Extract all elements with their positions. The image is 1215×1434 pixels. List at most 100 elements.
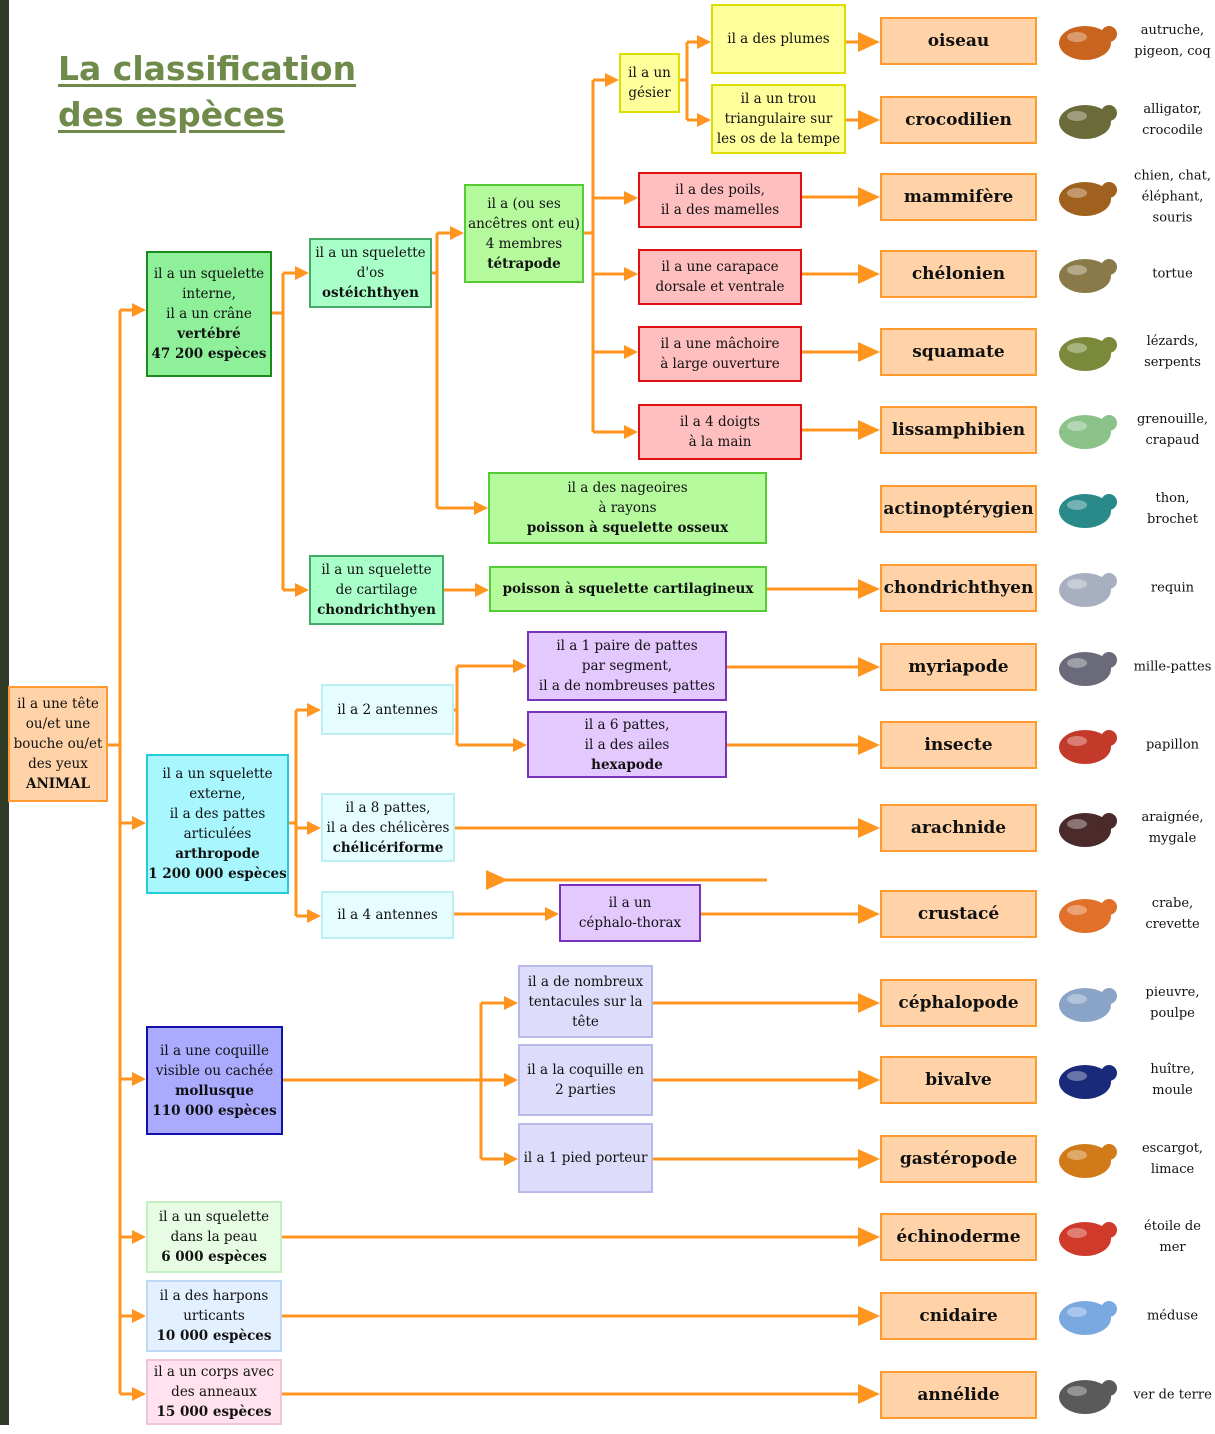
group-examples: crabe,crevette <box>1130 893 1215 935</box>
mollusque-line-3: mollusque <box>175 1082 254 1099</box>
example-line: alligator, <box>1143 102 1202 117</box>
example-line: limace <box>1150 1162 1195 1177</box>
group-name: squamate <box>912 342 1005 362</box>
anneaux-box: il a un corps avec des anneaux 15 000 es… <box>146 1359 282 1425</box>
gesier-box: il a un gésier <box>619 53 680 113</box>
paire-line-3: il a de nombreuses pattes <box>538 678 716 694</box>
mollusque-line-1: il a une coquille <box>160 1042 269 1059</box>
arrow-head <box>858 1227 880 1247</box>
arrow-head <box>504 1152 518 1166</box>
hexapode-line-3: hexapode <box>591 756 663 773</box>
group-name: insecte <box>924 735 993 755</box>
group-examples: lézards,serpents <box>1130 331 1215 373</box>
arrow-head <box>624 345 638 359</box>
arrow-head <box>858 1384 880 1404</box>
tortoise-icon <box>1047 239 1127 309</box>
arrow-head <box>858 1149 880 1169</box>
echino-line-3: 6 000 espèces <box>161 1249 267 1265</box>
example-line: mer <box>1159 1240 1186 1255</box>
page-title: La classification des espèces <box>58 46 356 138</box>
arthropode-line-3: il a des pattes <box>169 806 266 822</box>
group-name: bivalve <box>925 1070 992 1090</box>
arrow-head <box>513 659 527 673</box>
group-name: chondrichthyen <box>883 578 1034 598</box>
group-box-15: échinoderme <box>880 1213 1037 1261</box>
arrow-head <box>858 420 880 440</box>
crocodile-icon <box>1047 85 1127 155</box>
example-line: huître, <box>1150 1062 1195 1077</box>
group-box-12: céphalopode <box>880 979 1037 1027</box>
root-line-4: des yeux <box>28 756 88 772</box>
group-box-1: crocodilien <box>880 96 1037 144</box>
example-line: mygale <box>1148 831 1197 846</box>
osteichthyen-line-1: il a un squelette <box>315 245 426 261</box>
tetrapode-box: il a (ou ses ancêtres ont eu) 4 membres … <box>464 184 584 283</box>
arrow-head <box>295 266 309 280</box>
arrow-head <box>858 904 880 924</box>
mollusque-line-4: 110 000 espèces <box>152 1102 277 1119</box>
poils-box: il a des poils, il a des mamelles <box>638 172 802 228</box>
example-line: requin <box>1150 580 1195 596</box>
arthropode-line-2: externe, <box>189 786 246 802</box>
snail-icon <box>1047 1124 1127 1194</box>
antennes2-line-1: il a 2 antennes <box>337 701 438 718</box>
trou-box: il a un trou triangulaire sur les os de … <box>711 84 846 154</box>
title-line-1: La classification <box>58 49 357 88</box>
group-box-13: bivalve <box>880 1056 1037 1104</box>
chelicere-box: il a 8 pattes, il a des chélicères chéli… <box>321 793 455 862</box>
octopus-icon <box>1047 968 1127 1038</box>
arrow-head <box>132 1072 146 1086</box>
tentacules-line-2: tentacules sur la <box>528 993 643 1010</box>
vertebre-box: il a un squelette interne, il a un crâne… <box>146 251 272 377</box>
tentacules-line-1: il a de nombreux <box>527 973 644 990</box>
tetrapode-line-4: tétrapode <box>487 255 561 272</box>
arthropode-line-1: il a un squelette <box>162 766 273 782</box>
group-name: gastéropode <box>899 1149 1018 1169</box>
group-box-2: mammifère <box>880 173 1037 221</box>
fish-icon <box>1047 474 1127 544</box>
root-line-3: bouche ou/et <box>13 736 103 752</box>
arrow-head <box>475 583 489 597</box>
example-line: brochet <box>1147 512 1198 527</box>
arrow-head <box>605 73 619 87</box>
chondrichthyen-criterion-line-1: il a un squelette <box>321 562 432 578</box>
pied-box: il a 1 pied porteur <box>518 1123 653 1193</box>
example-line: crapaud <box>1145 433 1200 448</box>
arrow-head <box>858 735 880 755</box>
coquille2-line-1: il a la coquille en <box>527 1062 644 1078</box>
example-line: souris <box>1152 210 1193 226</box>
doigts-line-1: il a 4 doigts <box>679 414 761 430</box>
arrow-head <box>697 113 711 127</box>
arrow-head <box>858 187 880 207</box>
anneaux-line-2: des anneaux <box>171 1384 257 1400</box>
group-name: crustacé <box>917 904 1000 924</box>
root-animal-box: il a une tête ou/et une bouche ou/et des… <box>8 686 108 802</box>
group-name: mammifère <box>903 187 1014 207</box>
osteichthyen-line-3: ostéichthyen <box>322 285 419 301</box>
anneaux-line-3: 15 000 espèces <box>156 1404 272 1420</box>
mussel-icon <box>1047 1045 1127 1115</box>
vertebre-line-3: il a un crâne <box>166 306 252 322</box>
arthropode-line-6: 1 200 000 espèces <box>148 866 287 882</box>
hexapode-line-2: il a des ailes <box>584 736 670 753</box>
machoire-line-1: il a une mâchoire <box>660 336 780 352</box>
example-line: escargot, <box>1141 1141 1204 1156</box>
antennes2-box: il a 2 antennes <box>321 684 454 735</box>
group-examples: requin <box>1130 578 1215 599</box>
arrow-head <box>504 1073 518 1087</box>
trou-line-1: il a un trou <box>740 91 817 107</box>
tentacules-box: il a de nombreux tentacules sur la tête <box>518 965 653 1038</box>
echinoderme-criterion-box: il a un squelette dans la peau 6 000 esp… <box>146 1201 282 1273</box>
title-line-2: des espèces <box>58 95 285 134</box>
echino-line-2: dans la peau <box>170 1229 258 1245</box>
group-examples: méduse <box>1130 1306 1215 1327</box>
spider-icon <box>1047 793 1127 863</box>
group-box-11: crustacé <box>880 890 1037 938</box>
example-line: papillon <box>1145 737 1200 753</box>
group-examples: papillon <box>1130 735 1215 756</box>
group-name: arachnide <box>910 818 1007 838</box>
group-examples: huître,moule <box>1130 1059 1215 1101</box>
crab-icon <box>1047 879 1127 949</box>
dog-icon <box>1047 162 1127 232</box>
group-examples: pieuvre,poulpe <box>1130 982 1215 1024</box>
